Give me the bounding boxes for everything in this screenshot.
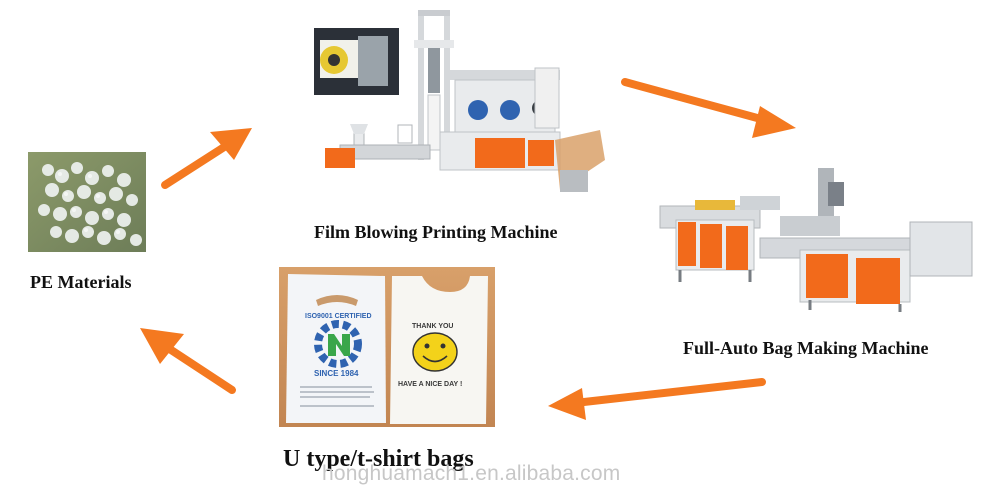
arrow-pe-to-film	[161, 128, 252, 189]
watermark: honghuamach1.en.alibaba.com	[322, 462, 621, 485]
right-bag-top: THANK YOU	[412, 323, 453, 330]
right-bag-bottom: HAVE A NICE DAY !	[398, 381, 462, 388]
bag-making-machine-image	[659, 168, 973, 312]
bags-label: U type/t-shirt bags	[283, 446, 474, 472]
left-bag-header: ISO9001 CERTIFIED	[305, 313, 372, 320]
bag-making-label: Full-Auto Bag Making Machine	[683, 338, 929, 358]
smiley-icon	[412, 332, 458, 372]
flow-arrows	[140, 78, 796, 420]
bags-image: ISO9001 CERTIFIED SINCE 1984 THANK YOU H…	[279, 267, 495, 427]
left-bag-since: SINCE 1984	[314, 369, 359, 378]
arrow-bag-making-to-bags	[548, 378, 766, 420]
pe-materials-image	[28, 152, 146, 252]
arrow-film-to-bag-making	[621, 78, 796, 138]
film-blowing-label: Film Blowing Printing Machine	[314, 222, 558, 242]
company-logo	[314, 320, 362, 368]
film-blowing-machine-image	[314, 10, 605, 192]
pe-materials-label: PE Materials	[30, 272, 132, 292]
arrow-bags-to-pe	[140, 328, 236, 394]
